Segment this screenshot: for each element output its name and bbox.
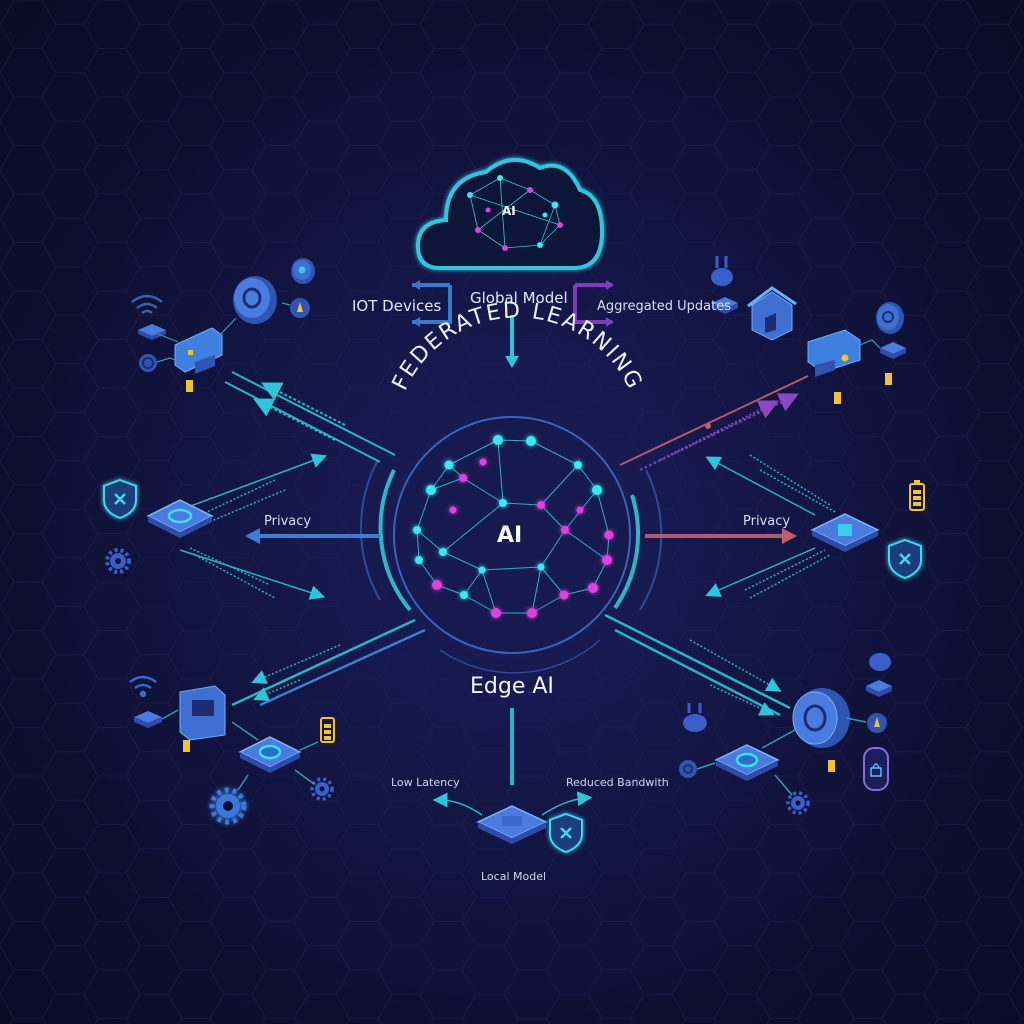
aggregated-updates-label: Aggregated Updates xyxy=(597,299,732,314)
data-stream-top-left xyxy=(224,371,396,463)
gear-icon-bottom-left-small xyxy=(310,777,334,801)
router-icon-top-right xyxy=(712,297,738,314)
chip-icon-left xyxy=(146,499,214,538)
speaker-icon-small-top-left xyxy=(291,258,315,284)
shield-icon-left xyxy=(103,478,137,520)
aggregated-updates-bracket-arrow xyxy=(573,283,612,324)
right-privacy-arrow xyxy=(645,528,797,544)
printer-icon-bottom-left xyxy=(179,685,226,741)
camera-icon-top-right xyxy=(807,329,861,377)
low-latency-label: Low Latency xyxy=(391,776,460,789)
data-stream-top-right xyxy=(619,375,809,471)
sensor-icon-bottom-right xyxy=(683,703,707,732)
sensor-icon-top-right-1 xyxy=(711,256,733,286)
speaker-icon-top-left xyxy=(233,276,277,324)
reduced-bandwidth-arrow xyxy=(541,791,593,816)
router-icon-top-right-2 xyxy=(880,342,906,359)
device-links-bottom-right xyxy=(696,717,867,796)
iot-devices-label: IOT Devices xyxy=(352,297,442,315)
sensor-icon-top-corner-br xyxy=(869,653,891,671)
reduced-bandwidth-label: Reduced Bandwith xyxy=(566,776,669,789)
sensor-icon-bottom-right-2 xyxy=(679,760,697,778)
speaker-icon-top-right xyxy=(876,302,904,334)
left-privacy-label: Privacy xyxy=(264,514,312,529)
battery-icon-right xyxy=(909,480,925,511)
global-model-down-arrow xyxy=(505,315,519,368)
router-icon-bottom-right xyxy=(866,680,892,697)
hub-nodes xyxy=(413,435,614,618)
device-links-top-left xyxy=(156,302,291,363)
gear-icon-left xyxy=(105,548,131,574)
chip-icon-right xyxy=(810,513,880,552)
hub-ai-label: AI xyxy=(497,523,523,548)
cloud-icon xyxy=(415,158,605,270)
lock-icon-bottom-left xyxy=(183,740,190,752)
hub-arc-left xyxy=(378,469,412,612)
cloud-nodes xyxy=(467,175,563,251)
hub-ring xyxy=(393,416,631,654)
edge-ai-label: Edge AI xyxy=(470,674,554,699)
lock-icon-top-left xyxy=(186,380,193,392)
right-privacy-label: Privacy xyxy=(743,514,791,529)
device-links-top-right xyxy=(859,339,881,349)
chip-icon-bottom-left xyxy=(238,736,302,773)
user-badge-icon-top-left xyxy=(290,298,310,318)
lock-icon-top-right xyxy=(834,373,892,404)
local-model-label: Local Model xyxy=(481,870,547,883)
house-icon xyxy=(747,286,797,341)
data-stream-bottom-right xyxy=(604,613,791,717)
lock-icon-bottom-right xyxy=(828,760,835,772)
gear-icon-bottom-right xyxy=(786,791,810,815)
wifi-icon-bottom-left xyxy=(129,675,157,698)
gear-icon-bottom-left-large xyxy=(209,787,247,825)
chip-icon-bottom-right xyxy=(714,744,780,781)
left-privacy-arrow xyxy=(245,528,380,544)
device-links-bottom-left xyxy=(161,709,319,791)
low-latency-arrow xyxy=(432,792,483,816)
cloud-ai-label: AI xyxy=(502,204,516,218)
user-badge-icon-bottom-right xyxy=(867,713,887,733)
data-stream-mid-right xyxy=(705,454,836,599)
camera-icon-top-left xyxy=(174,327,223,374)
sensor-icon-top-left xyxy=(139,354,157,372)
hub-neural-network-icon xyxy=(416,439,610,614)
global-model-label: Global Model xyxy=(470,289,568,307)
battery-icon-bottom-left xyxy=(320,717,335,743)
hub-arc-right xyxy=(613,494,640,610)
shield-icon-bottom xyxy=(549,812,583,854)
shield-icon-right xyxy=(888,538,922,580)
router-icon-bottom-left xyxy=(134,711,162,728)
lock-panel-icon-bottom-right xyxy=(863,747,889,791)
wifi-icon-top-left xyxy=(131,294,163,315)
chip-icon-bottom xyxy=(476,805,548,844)
speaker-icon-bottom-right xyxy=(792,688,850,748)
data-stream-bottom-left xyxy=(231,618,426,707)
